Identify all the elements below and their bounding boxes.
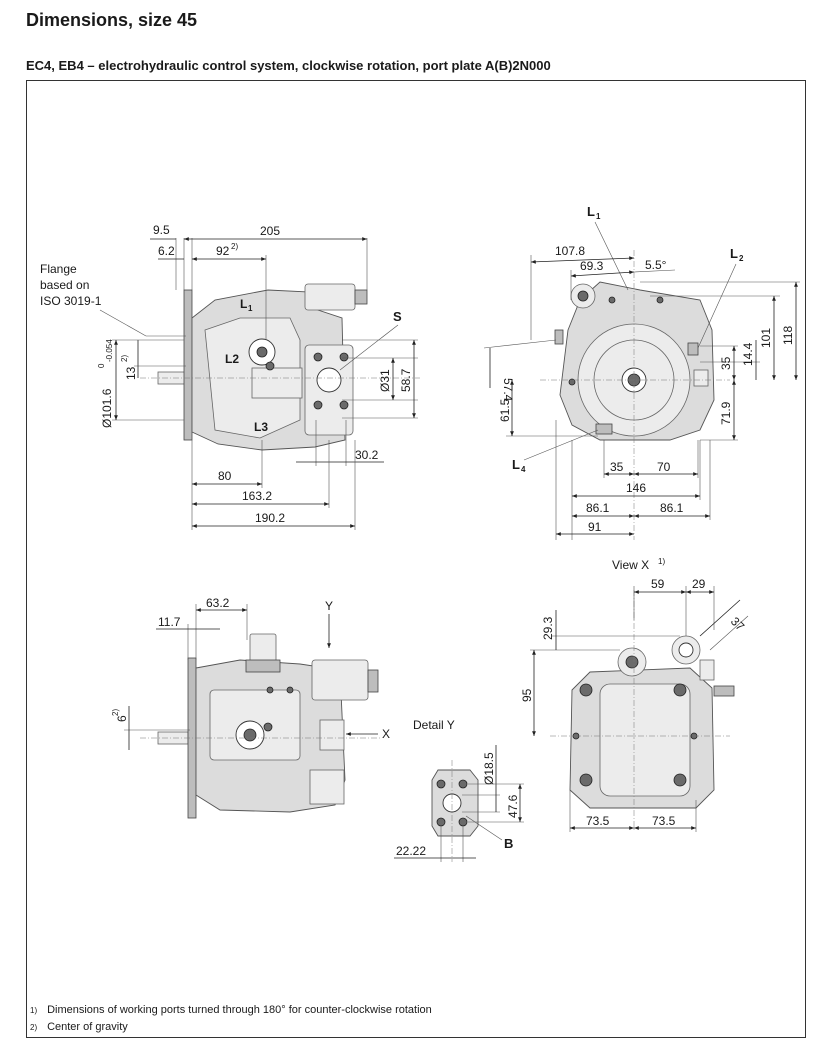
front-dim-118: 118 — [781, 326, 795, 345]
dim-9-5: 9.5 — [153, 223, 170, 237]
front-port-l1-sub: 1 — [596, 212, 601, 221]
top-solenoid — [311, 659, 369, 701]
dim-101-6-tol-lower: -0.054 — [105, 339, 114, 362]
footnote-1-number: 1) — [30, 1006, 38, 1015]
detail-y-port-b-label: B — [504, 836, 513, 851]
dim-58-7: 58.7 — [399, 368, 413, 392]
detail-y-dim-18-5: Ø18.5 — [482, 752, 496, 785]
front-dim-61-5: 61.5 — [498, 398, 512, 422]
dim-205: 205 — [260, 224, 280, 238]
dim-30-2: 30.2 — [355, 448, 379, 462]
front-dim-5-5-deg: 5.5° — [645, 258, 667, 272]
dim-101-6: Ø101.6 — [100, 388, 114, 428]
port-l1-label: L — [240, 297, 247, 311]
detail-y-title: Detail Y — [413, 718, 455, 732]
side-flange — [183, 289, 193, 441]
front-port-l1-label: L — [587, 204, 595, 219]
front-dim-35-right: 35 — [719, 356, 733, 370]
drawing-subtitle: EC4, EB4 – electrohydraulic control syst… — [26, 58, 551, 73]
port-l2-label: L2 — [225, 352, 239, 366]
view-x-dim-73-5-left: 73.5 — [586, 814, 610, 828]
footnotes: 1) Dimensions of working ports turned th… — [30, 1002, 432, 1036]
flange-label-line-1: Flange — [40, 262, 77, 276]
view-x-dim-59: 59 — [651, 577, 665, 591]
front-dim-57-4: 57.4 — [501, 378, 515, 402]
dim-92-footnote: 2) — [231, 242, 238, 251]
top-view: 63.2 11.7 6 2) Y X — [111, 596, 390, 819]
dim-13-footnote: 2) — [120, 355, 129, 362]
front-dim-71-9: 71.9 — [719, 401, 733, 425]
flange-label-line-2: based on — [40, 278, 89, 292]
view-x-title-footnote: 1) — [658, 557, 665, 566]
front-port-l4-sub: 4 — [521, 465, 526, 474]
top-dim-11-7: 11.7 — [158, 615, 181, 629]
front-dim-146: 146 — [626, 481, 646, 495]
front-view: L 1 L 2 L 4 107.8 69.3 5.5° 57.4 61.5 11… — [483, 204, 800, 540]
view-arrow-y-label: Y — [325, 599, 333, 613]
top-dim-6-footnote: 2) — [111, 709, 120, 716]
front-dim-86-1-left: 86.1 — [586, 501, 610, 515]
view-x-title: View X — [612, 558, 649, 572]
drawing-frame — [26, 80, 806, 1038]
front-dim-14-4: 14.4 — [741, 342, 755, 366]
port-l3-label: L3 — [254, 420, 268, 434]
front-port-l4-label: L — [512, 457, 520, 472]
side-view: 9.5 205 6.2 92 2) Flange based on ISO 30… — [40, 223, 420, 530]
top-dim-63-2: 63.2 — [206, 596, 230, 610]
front-dim-101: 101 — [759, 328, 773, 348]
view-x-dim-29-top: 29 — [692, 577, 706, 591]
footnote-1-text: Dimensions of working ports turned throu… — [47, 1004, 432, 1016]
dim-6-2: 6.2 — [158, 244, 175, 258]
top-dim-6: 6 — [115, 715, 129, 722]
view-x-dim-73-5-right: 73.5 — [652, 814, 676, 828]
detail-y: Detail Y Ø18.5 47.6 22.22 B — [394, 718, 524, 862]
footnote-2-text: Center of gravity — [47, 1021, 128, 1033]
footnote-2: 2) Center of gravity — [30, 1019, 432, 1036]
front-dim-35-bottom: 35 — [610, 460, 624, 474]
dim-13: 13 — [124, 366, 138, 380]
detail-y-dim-47-6: 47.6 — [506, 794, 520, 818]
side-solenoid — [304, 283, 356, 311]
dim-31: Ø31 — [378, 369, 392, 392]
front-port-l2-sub: 2 — [739, 254, 744, 263]
detail-y-dim-22-22: 22.22 — [396, 844, 426, 858]
dim-92: 92 — [216, 244, 230, 258]
footnote-1: 1) Dimensions of working ports turned th… — [30, 1002, 432, 1019]
view-x: View X 1) 59 29 37 29.3 — [520, 557, 749, 832]
front-dim-69-3: 69.3 — [580, 259, 604, 273]
page-title: Dimensions, size 45 — [26, 10, 198, 30]
port-l1-sub: 1 — [248, 304, 253, 313]
view-x-dim-37: 37 — [728, 614, 748, 634]
front-dim-91: 91 — [588, 520, 602, 534]
view-arrow-x-label: X — [382, 727, 390, 741]
front-port-l2-label: L — [730, 246, 738, 261]
footnote-2-number: 2) — [30, 1023, 38, 1032]
dim-163-2: 163.2 — [242, 489, 272, 503]
front-dim-86-1-right: 86.1 — [660, 501, 684, 515]
dim-190-2: 190.2 — [255, 511, 285, 525]
view-x-dim-29-3: 29.3 — [541, 616, 555, 640]
flange-label-line-3: ISO 3019-1 — [40, 294, 102, 308]
front-dim-70: 70 — [657, 460, 671, 474]
port-s-label: S — [393, 309, 402, 324]
dim-101-6-tol-upper: 0 — [97, 363, 106, 368]
front-dim-107-8: 107.8 — [555, 244, 585, 258]
view-x-dim-95: 95 — [520, 688, 534, 702]
dim-80: 80 — [218, 469, 232, 483]
